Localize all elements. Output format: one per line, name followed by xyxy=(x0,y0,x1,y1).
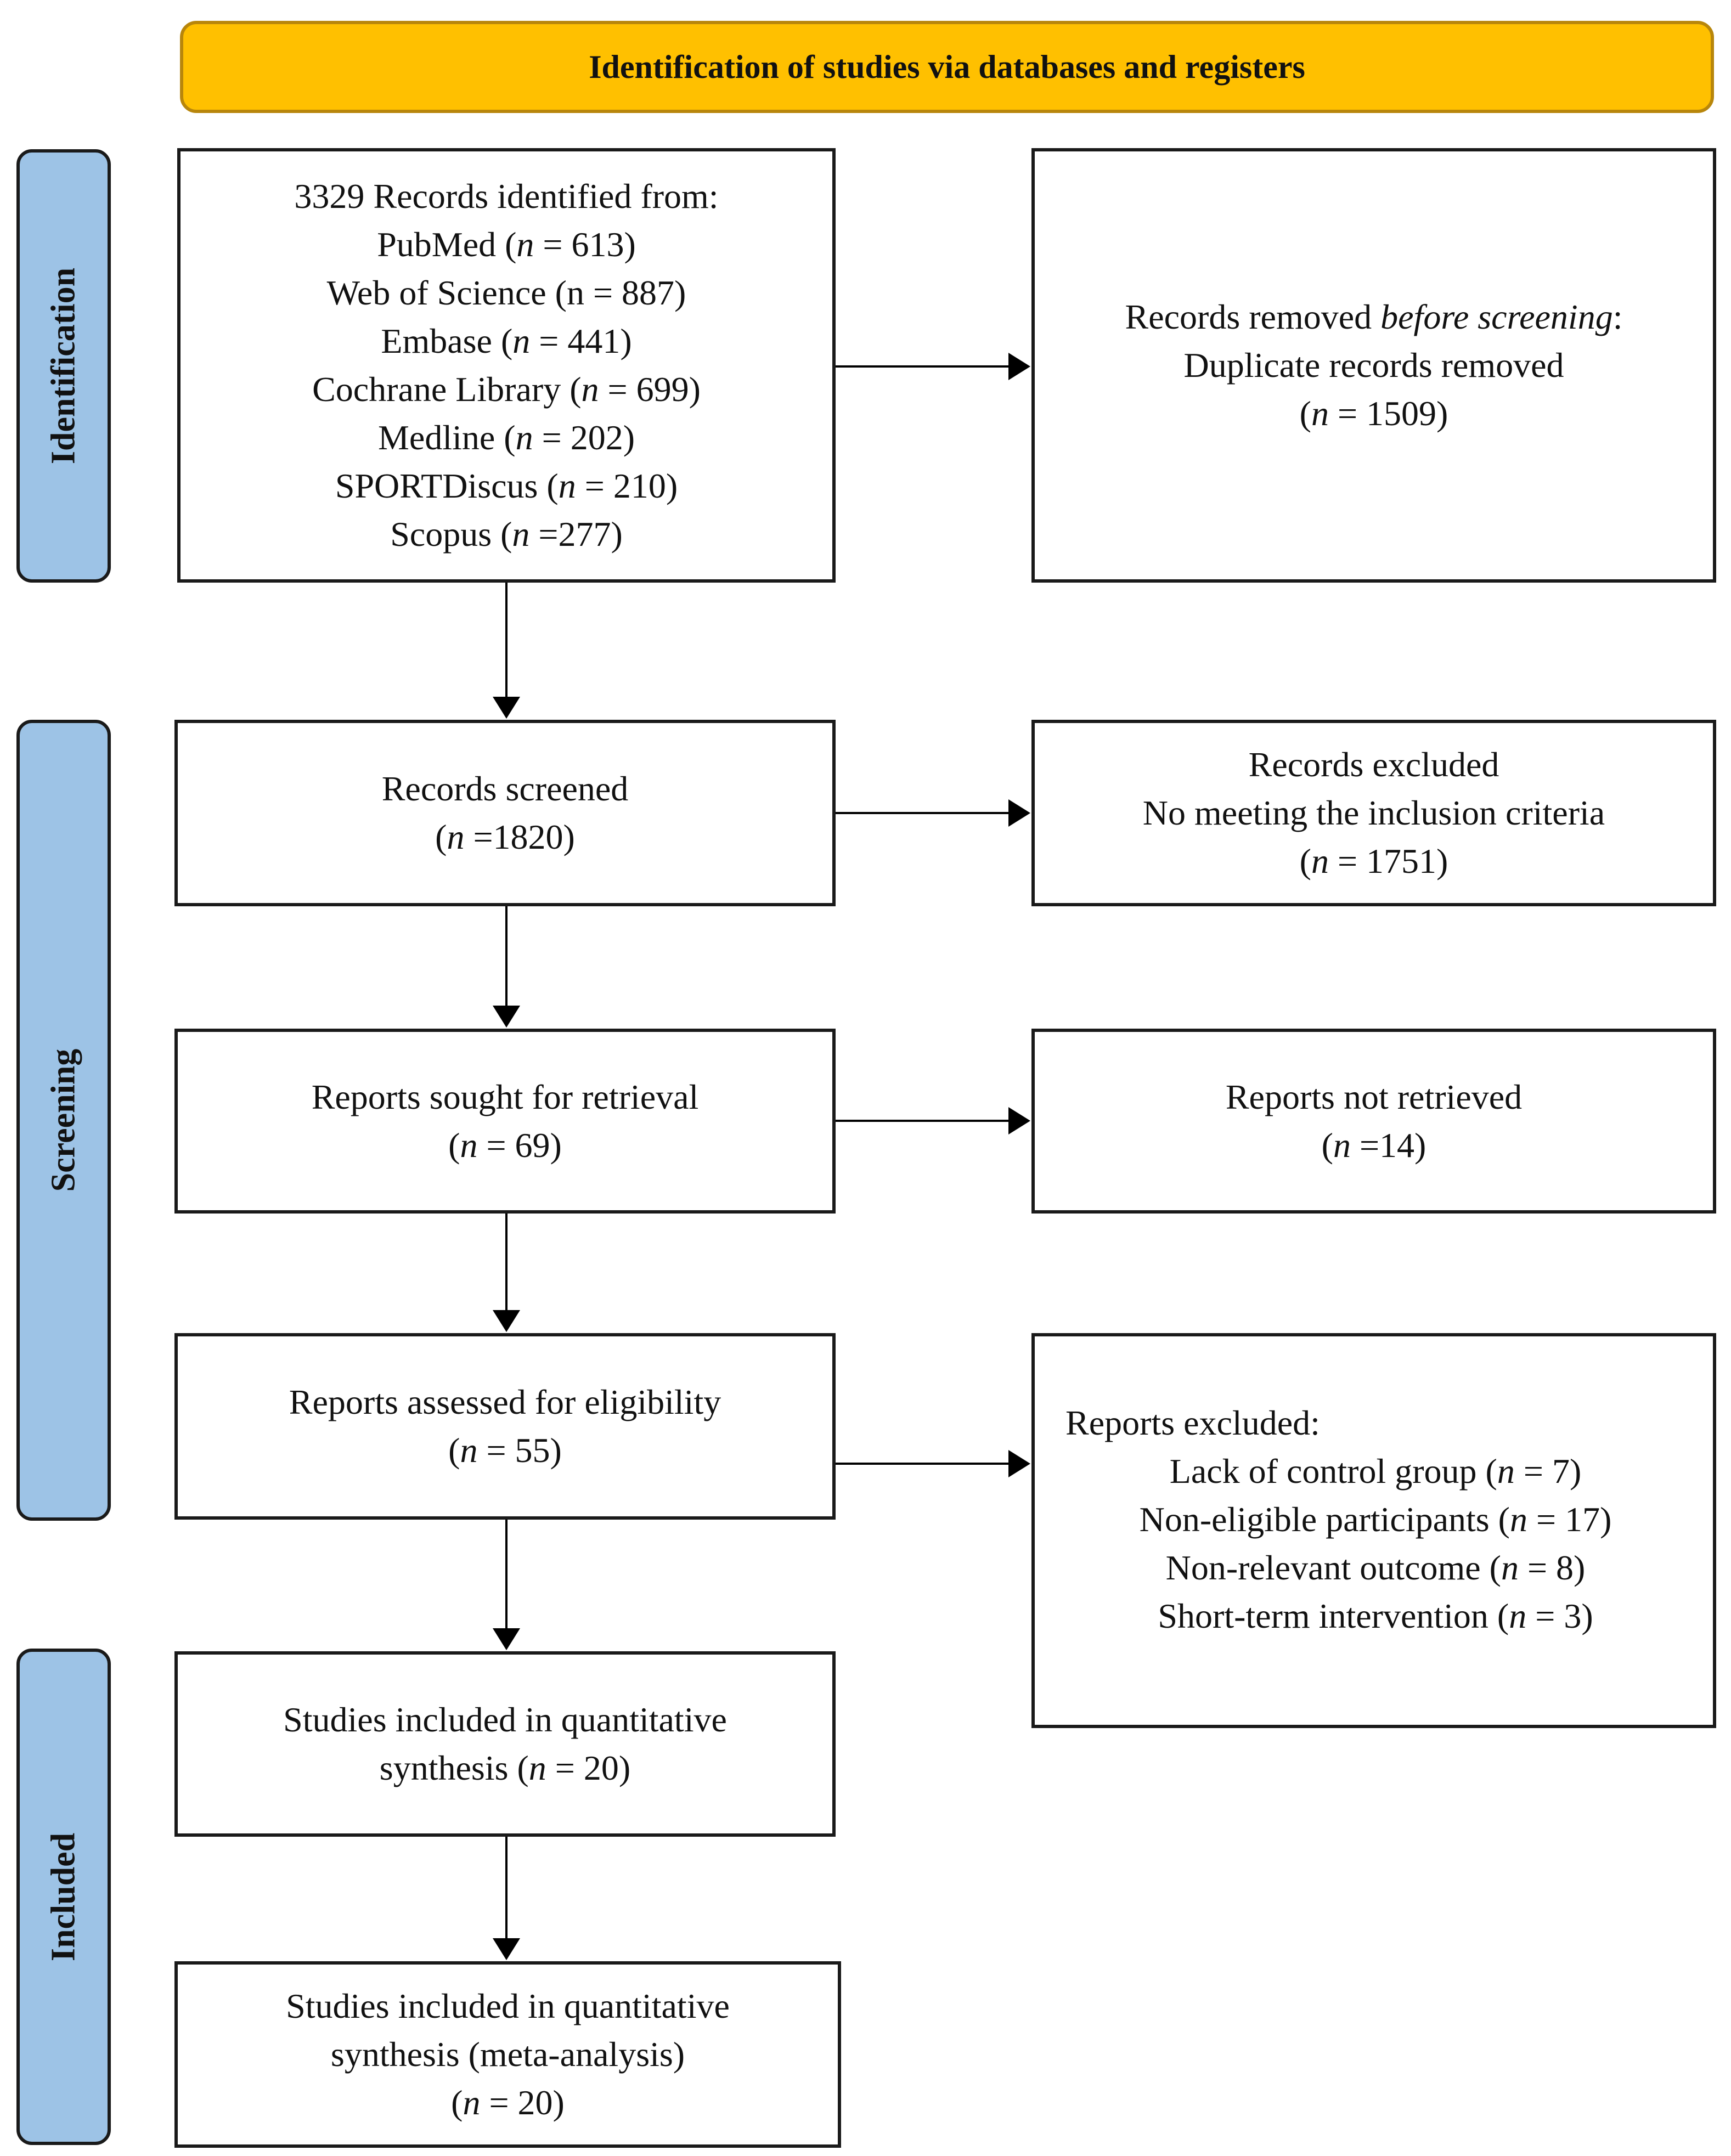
arrowhead xyxy=(1008,353,1030,380)
records-excluded-reason: No meeting the inclusion criteria xyxy=(1142,793,1605,832)
reports-assessed-count: (n = 55) xyxy=(448,1431,562,1470)
records-removed-heading: Records removed before screening: xyxy=(1125,297,1623,336)
header-title: Identification of studies via databases … xyxy=(589,48,1305,85)
records-identified-box: 3329 Records identified from: PubMed (n … xyxy=(177,148,836,583)
source-line: Scopus (n =277) xyxy=(390,515,623,554)
studies-included-box: Studies included in quantitative synthes… xyxy=(174,1651,836,1837)
header-banner: Identification of studies via databases … xyxy=(180,21,1714,113)
records-excluded-label: Records excluded xyxy=(1248,745,1499,784)
arrowhead xyxy=(493,1310,520,1332)
source-line: Medline (n = 202) xyxy=(378,418,635,457)
arrowhead xyxy=(493,1938,520,1960)
studies-included-line2: synthesis (n = 20) xyxy=(379,1748,631,1787)
arrowhead xyxy=(493,697,520,719)
records-screened-label: Records screened xyxy=(381,769,629,808)
source-line: Embase (n = 441) xyxy=(381,321,632,360)
exclusion-reason: Non-eligible participants (n = 17) xyxy=(1139,1500,1612,1539)
arrowhead xyxy=(1008,1450,1030,1477)
exclusion-reason: Lack of control group (n = 7) xyxy=(1169,1452,1582,1491)
records-screened-box: Records screened (n =1820) xyxy=(174,720,836,906)
source-line: SPORTDiscus (n = 210) xyxy=(335,466,678,505)
records-excluded-box: Records excluded No meeting the inclusio… xyxy=(1031,720,1716,906)
reports-not-retrieved-box: Reports not retrieved (n =14) xyxy=(1031,1029,1716,1214)
records-identified-title: 3329 Records identified from: xyxy=(294,177,719,216)
arrowhead xyxy=(493,1006,520,1028)
records-removed-reason: Duplicate records removed xyxy=(1183,346,1564,385)
studies-meta-box: Studies included in quantitative synthes… xyxy=(174,1961,841,2148)
studies-meta-count: (n = 20) xyxy=(451,2083,565,2122)
reports-not-retrieved-label: Reports not retrieved xyxy=(1225,1077,1523,1116)
records-removed-box: Records removed before screening: Duplic… xyxy=(1031,148,1716,583)
reports-not-retrieved-count: (n =14) xyxy=(1321,1125,1426,1165)
arrowhead xyxy=(493,1628,520,1650)
studies-included-line1: Studies included in quantitative xyxy=(283,1700,727,1739)
records-excluded-count: (n = 1751) xyxy=(1299,842,1448,881)
exclusion-reason: Short-term intervention (n = 3) xyxy=(1158,1596,1593,1635)
records-removed-count: (n = 1509) xyxy=(1299,394,1448,433)
reports-excluded-title: Reports excluded: xyxy=(1065,1403,1320,1442)
exclusion-reason: Non-relevant outcome (n = 8) xyxy=(1165,1548,1586,1587)
source-line: Cochrane Library (n = 699) xyxy=(312,370,701,409)
reports-assessed-label: Reports assessed for eligibility xyxy=(289,1382,721,1421)
source-line: Web of Science (n = 887) xyxy=(326,273,686,312)
reports-sought-label: Reports sought for retrieval xyxy=(311,1077,699,1116)
stage-identification: Identification xyxy=(16,149,111,583)
reports-excluded-box: Reports excluded: Lack of control group … xyxy=(1031,1333,1716,1728)
reports-assessed-box: Reports assessed for eligibility (n = 55… xyxy=(174,1333,836,1520)
source-line: PubMed (n = 613) xyxy=(377,225,636,264)
records-screened-count: (n =1820) xyxy=(435,817,575,856)
arrowhead xyxy=(1008,799,1030,827)
studies-meta-line2: synthesis (meta-analysis) xyxy=(330,2035,685,2074)
reports-sought-box: Reports sought for retrieval (n = 69) xyxy=(174,1029,836,1214)
reports-sought-count: (n = 69) xyxy=(448,1125,562,1165)
stage-included: Included xyxy=(16,1649,111,2145)
stage-screening: Screening xyxy=(16,720,111,1521)
studies-meta-line1: Studies included in quantitative xyxy=(286,1986,730,2025)
arrowhead xyxy=(1008,1107,1030,1135)
